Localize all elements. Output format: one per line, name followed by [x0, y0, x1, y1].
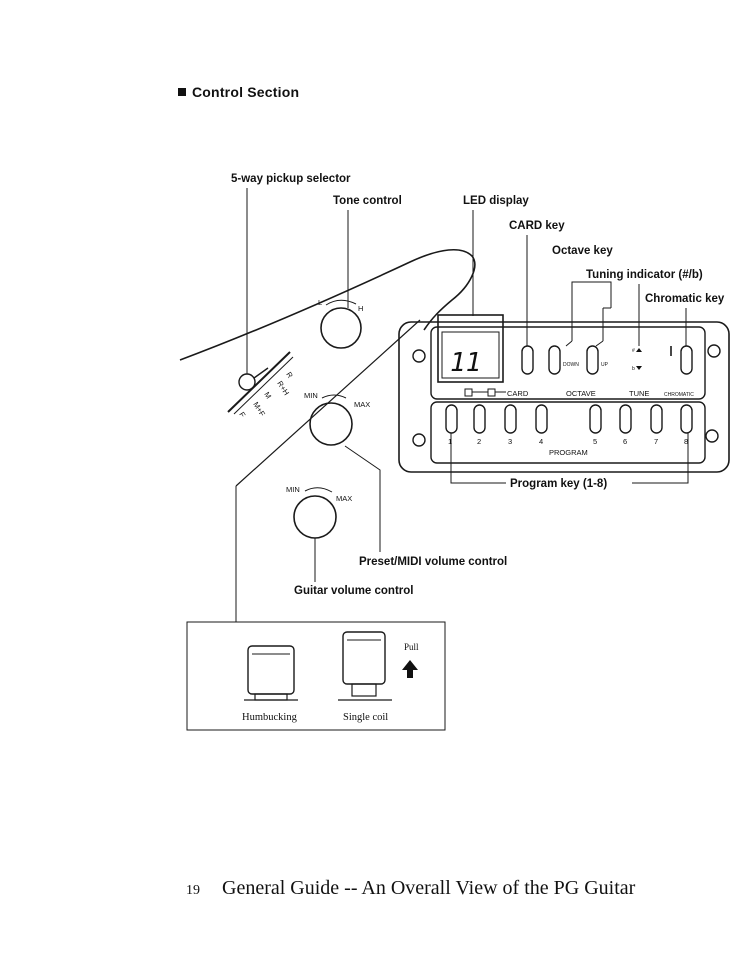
program-key-1[interactable] — [445, 404, 458, 434]
led-display-value: 11 — [450, 348, 481, 378]
selector-lever — [253, 367, 269, 379]
label-led-display: LED display — [463, 195, 529, 207]
octave-label: OCTAVE — [566, 389, 596, 398]
chromatic-key[interactable] — [680, 345, 693, 375]
inset-single-coil — [338, 631, 392, 701]
octave-down-key[interactable] — [548, 345, 561, 375]
card-label: CARD — [507, 389, 529, 398]
label-pickup-selector: 5-way pickup selector — [231, 173, 351, 185]
inset-humbucking — [244, 645, 298, 701]
guitar-volume-knob[interactable] — [293, 495, 337, 539]
card-indicator-b-icon — [487, 388, 496, 397]
guitar-volume-arrow-icon — [304, 487, 333, 493]
humbucking-base — [254, 693, 288, 701]
program-number-6: 6 — [623, 437, 627, 446]
tune-flat-indicator: b — [632, 366, 635, 372]
guitar-vol-min: MIN — [286, 485, 300, 494]
octave-down-label: DOWN — [563, 362, 579, 368]
bullet-square-icon — [178, 88, 186, 96]
program-key-6[interactable] — [619, 404, 632, 434]
tune-label: TUNE — [629, 389, 649, 398]
tune-sharp-led-icon — [636, 348, 642, 352]
program-number-2: 2 — [477, 437, 481, 446]
page-number: 19 — [186, 883, 200, 898]
program-keys — [445, 404, 693, 434]
chromatic-label: CHROMATIC — [664, 392, 694, 398]
program-number-7: 7 — [654, 437, 658, 446]
label-program-key: Program key (1-8) — [510, 478, 607, 490]
program-number-4: 4 — [539, 437, 543, 446]
label-guitar-volume: Guitar volume control — [294, 585, 414, 597]
octave-up-label: UP — [601, 362, 609, 368]
pickup-selector[interactable] — [227, 351, 294, 415]
pull-up-arrow-icon — [402, 660, 418, 678]
section-heading: Control Section — [178, 84, 299, 100]
panel-outer — [398, 321, 730, 473]
selector-pos-mf: M+F — [251, 400, 267, 418]
octave-up-key[interactable] — [586, 345, 599, 375]
preset-volume-knob[interactable] — [309, 402, 353, 446]
led-display-housing — [437, 314, 504, 383]
screw-top-left — [412, 349, 426, 363]
label-tuning-indicator: Tuning indicator (#/b) — [586, 269, 703, 281]
selector-knob — [238, 373, 256, 391]
heading-text: Control Section — [192, 84, 300, 100]
selector-pos-rh: R+H — [275, 379, 291, 397]
program-key-7[interactable] — [650, 404, 663, 434]
panel-upper-frame — [430, 326, 706, 400]
selector-pos-m: M — [262, 390, 273, 400]
footer-title: General Guide -- An Overall View of the … — [222, 877, 636, 899]
selector-slot — [227, 351, 291, 413]
control-panel — [398, 321, 730, 473]
program-key-4[interactable] — [535, 404, 548, 434]
page-footer: 19 General Guide -- An Overall View of th… — [186, 877, 635, 900]
label-chromatic-key: Chromatic key — [645, 293, 725, 305]
inset-pull-label: Pull — [404, 642, 419, 652]
guitar-body-outline — [179, 248, 476, 361]
selector-pos-r: R — [284, 370, 295, 380]
inset-single-coil-label: Single coil — [343, 712, 388, 723]
led-display-window — [441, 331, 500, 379]
selector-pos-f: F — [237, 410, 247, 419]
screw-bottom-right — [705, 429, 719, 443]
preset-vol-min: MIN — [304, 391, 318, 400]
preset-vol-max: MAX — [354, 400, 370, 409]
card-key[interactable] — [521, 345, 534, 375]
tone-knob[interactable] — [320, 307, 362, 349]
tune-flat-led-icon — [636, 366, 642, 370]
single-coil-post — [351, 683, 377, 697]
program-key-3[interactable] — [504, 404, 517, 434]
inset-humbucking-label: Humbucking — [242, 712, 298, 723]
tune-sharp-indicator: # — [632, 348, 635, 354]
program-key-2[interactable] — [473, 404, 486, 434]
label-preset-volume: Preset/MIDI volume control — [359, 556, 507, 568]
screw-top-right — [707, 344, 721, 358]
preset-volume-arrow-icon — [321, 394, 347, 399]
tone-mark-h: H — [358, 304, 363, 313]
program-number-1: 1 — [448, 437, 452, 446]
label-card-key: CARD key — [509, 220, 565, 232]
program-number-5: 5 — [593, 437, 597, 446]
program-key-8[interactable] — [680, 404, 693, 434]
selector-slot-edge — [233, 356, 294, 415]
program-number-3: 3 — [508, 437, 512, 446]
tone-mark-l: L — [318, 298, 322, 307]
screw-bottom-left — [412, 433, 426, 447]
tone-arrow-icon — [325, 299, 357, 306]
panel-lower-frame — [430, 401, 706, 464]
humbucking-pickup-icon — [247, 645, 295, 695]
program-key-5[interactable] — [589, 404, 602, 434]
program-number-8: 8 — [684, 437, 688, 446]
leader-lines — [186, 188, 689, 731]
label-octave-key: Octave key — [552, 245, 613, 257]
card-indicator-a-icon — [464, 388, 473, 397]
label-tone-control: Tone control — [333, 195, 402, 207]
program-label: PROGRAM — [549, 448, 588, 457]
guitar-vol-max: MAX — [336, 494, 352, 503]
